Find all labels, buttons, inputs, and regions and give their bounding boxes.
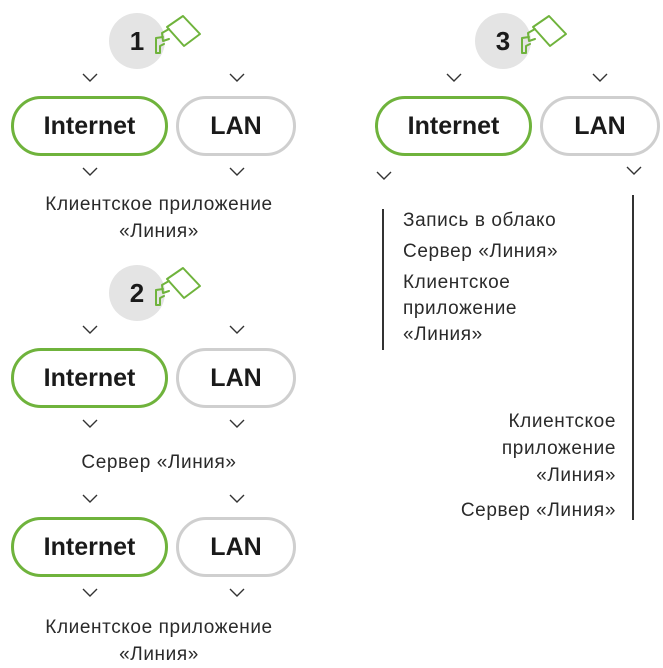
chevron-down-icon <box>229 325 245 335</box>
client-app-line-1: Клиентское <box>403 272 511 293</box>
lan-pill: LAN <box>176 517 296 577</box>
chevron-down-icon <box>82 588 98 598</box>
chevron-down-icon <box>82 167 98 177</box>
security-camera-icon <box>519 13 571 55</box>
client-app-line-3: «Линия» <box>536 465 616 486</box>
lan-branch-bracket <box>632 195 634 520</box>
scheme-2-number-badge: 2 <box>109 265 165 321</box>
client-app-line-2: «Линия» <box>119 644 199 665</box>
security-camera-icon <box>153 13 205 55</box>
internet-branch-list: Запись в облако Сервер «Линия» Клиентско… <box>403 205 633 348</box>
chevron-down-icon <box>376 171 392 181</box>
cloud-record-label: Запись в облако <box>403 210 557 231</box>
server-label: Сервер «Линия» <box>460 500 616 521</box>
chevron-down-icon <box>229 588 245 598</box>
chevron-down-icon <box>82 494 98 504</box>
client-app-label: Клиентское приложение «Линия» <box>403 270 633 348</box>
chevron-down-icon <box>446 73 462 83</box>
internet-pill: Internet <box>375 96 532 156</box>
client-app-line-1: Клиентское <box>508 411 616 432</box>
chevron-down-icon <box>82 419 98 429</box>
client-app-line-1: Клиентское приложение <box>45 194 273 215</box>
client-app-line-3: «Линия» <box>403 324 483 345</box>
chevron-down-icon <box>82 325 98 335</box>
server-label: Сервер «Линия» <box>403 241 559 262</box>
client-app-label: Клиентское приложение «Линия» <box>0 191 318 245</box>
server-label: Сервер «Линия» <box>81 452 237 473</box>
lan-pill: LAN <box>176 348 296 408</box>
chevron-down-icon <box>229 167 245 177</box>
internet-pill: Internet <box>11 96 168 156</box>
chevron-down-icon <box>229 419 245 429</box>
lan-pill: LAN <box>540 96 660 156</box>
lan-pill: LAN <box>176 96 296 156</box>
client-app-line-2: приложение <box>403 298 518 319</box>
client-app-line-2: «Линия» <box>119 221 199 242</box>
lan-branch-list: Клиентское приложение «Линия» Сервер «Ли… <box>380 408 616 524</box>
security-camera-icon <box>153 265 205 307</box>
chevron-down-icon <box>229 73 245 83</box>
chevron-down-icon <box>229 494 245 504</box>
chevron-down-icon <box>592 73 608 83</box>
client-app-line-1: Клиентское приложение <box>45 617 273 638</box>
client-app-label: Клиентское приложение «Линия» <box>0 614 318 668</box>
internet-pill: Internet <box>11 348 168 408</box>
chevron-down-icon <box>82 73 98 83</box>
internet-pill: Internet <box>11 517 168 577</box>
chevron-down-icon <box>626 166 642 176</box>
client-app-line-2: приложение <box>501 438 616 459</box>
internet-branch-bracket <box>382 209 384 350</box>
